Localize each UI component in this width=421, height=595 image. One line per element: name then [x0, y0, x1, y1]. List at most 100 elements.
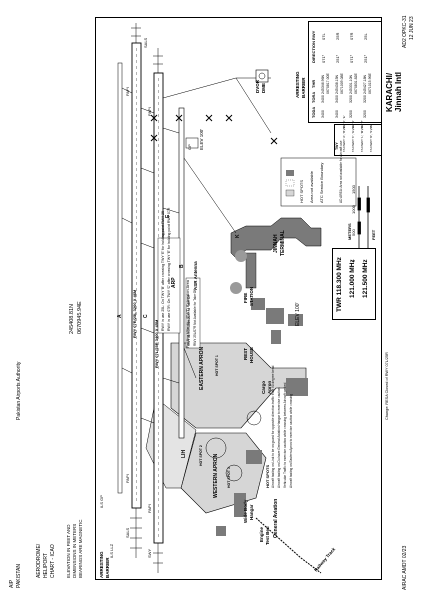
runway-07l-25r-label: RWY 07L/25R 3400 X 45M: [154, 319, 159, 368]
approach-lights-east: [131, 23, 163, 73]
rwy-row-3-dir: 071°: [349, 54, 354, 63]
twy-label-c: C: [143, 314, 149, 318]
papi-label-1: PAPI: [125, 474, 130, 483]
hold-note-box: [157, 237, 181, 334]
twr-frequency-1: TWR 118.300 MHz: [336, 257, 343, 312]
taxi-row-1-width: 23M: [342, 124, 346, 130]
rest-house-label-2: HOUSE: [249, 346, 254, 363]
rwy-row-1-lon: 0670817.00E: [326, 73, 330, 94]
rwy-row-3-lon: 0670831.82E: [354, 73, 358, 94]
twy-label-a: A: [117, 314, 123, 318]
hold-note-2: RWY in use 07R: On TWY 'C' after crossin…: [167, 207, 171, 331]
rwy-row-1-dir: 071°: [321, 54, 326, 63]
glide-path-box: [185, 137, 199, 149]
frequency-box: [332, 248, 376, 320]
rwy-table-header-thr: THR: [311, 79, 316, 88]
wide-body-hangar-block: [234, 493, 246, 517]
rwy-row-3-tora: 3200: [349, 95, 353, 103]
taxi-row-1: TAXIWAY 'A', 'B', 'C', 'D', 'E': [342, 115, 346, 152]
rwy-table-header-toda: TODA: [311, 106, 316, 118]
rwy-note-box: [185, 277, 201, 349]
hot-spot-3-label: HOT SPOT 3: [227, 467, 231, 488]
rwy-row-1-tora: 3400: [321, 95, 325, 103]
cargo-label-1: Cargo: [261, 380, 266, 394]
date-label: 12 JUN 23: [409, 16, 415, 40]
fire-station-label-2: STATION: [249, 286, 254, 306]
papi-label-3: PAPI: [125, 87, 130, 96]
hot-spots-notes-title: HOT SPOTS: [265, 464, 270, 488]
taxi-row-4-width: 23M: [369, 124, 373, 130]
eastern-apron-label: EASTERN APRON: [199, 346, 205, 390]
rwy-row-4-lon: 0671015.96E: [368, 73, 372, 94]
sals-label-2: SALS: [143, 37, 148, 48]
terminal-label-1: JINNAH: [273, 234, 279, 253]
building-block-1: [266, 308, 284, 324]
scale-1500: 1500: [351, 185, 356, 194]
taxi-row-2-width: 23M: [351, 124, 355, 130]
rwy-table-header-rwy: RWY: [311, 30, 316, 40]
chart-title-2: Jinnah Intl: [394, 72, 403, 112]
asr-antenna-label: ASR Antenna: [193, 261, 198, 290]
building-block-3: [271, 330, 281, 344]
general-aviation-label: General Aviation: [273, 498, 279, 538]
elev-note-1: ELEVATION IN FEET AND: [66, 524, 71, 578]
taxiway-a: [117, 62, 123, 494]
hot-spot-1-label: HOT SPOT 1: [215, 355, 219, 376]
rwy-row-4-toda: 3200: [363, 110, 367, 118]
terminal-pier: [245, 252, 257, 289]
arp-elev-label: ELEV 100': [199, 128, 204, 150]
rwy-row-4-tora: 3200: [363, 95, 367, 103]
aerodrome-label-1: AERODROME/: [36, 543, 42, 578]
scale-0: 0: [351, 259, 356, 262]
sals-label-1: SALS: [125, 527, 130, 538]
rwy-table-header-tora: TORA: [311, 91, 316, 103]
rwy-row-2-rwy: 25R: [335, 32, 340, 40]
arp-label: ARP: [171, 277, 177, 288]
cargo-block: [286, 378, 308, 396]
hot-spots-note-1: Aircraft taxiing on Link to be on guard …: [271, 365, 275, 488]
fire-station-label-1: FIRE: [243, 292, 248, 303]
rwy-row-2-tora: 3400: [335, 95, 339, 103]
aerodrome-chart: TWR 118.300 MHz 121.000 MHz 121.500 MHz …: [95, 17, 382, 580]
aip-label: AIP: [9, 579, 15, 588]
scale-500: 500: [351, 229, 356, 236]
hold-note-1: RWY in use 25L: On TWY 'B' after crossin…: [161, 210, 165, 331]
roundabout-3: [205, 437, 227, 459]
change-note: Change: RESA Closed of RWY 07L/25R: [385, 352, 389, 420]
hot-spots-note-2: Aircraft taxiing on Du have General Avia…: [277, 387, 281, 488]
rwy-note-25l: RWY 25L/07R Not Available for Take Off: [193, 289, 197, 346]
hot-spots-note-4: Aircraft taxiing on Eastern Apron to exe…: [289, 393, 293, 488]
aerodrome-label-3: CHART - ICAO: [50, 544, 56, 578]
gp-label: GP: [187, 144, 192, 150]
rwy-table-header-direction: DIRECTION: [311, 41, 316, 63]
rest-house-label-1: REST: [243, 347, 248, 360]
wide-body-label-2: Hangar: [249, 504, 254, 520]
western-apron-label: WESTERN APRON: [213, 453, 219, 498]
taxiway-table: [334, 124, 381, 156]
rwy-row-1-rwy: 07L: [321, 33, 326, 40]
wide-body-label-1: Wide Body: [243, 499, 248, 523]
swy-label: SWY: [147, 548, 152, 558]
rwy-row-2-thr: 245438.15N: [335, 74, 339, 94]
legend-ats: ATC Service Boundary: [319, 162, 324, 203]
legend-danger: Area not available: [309, 170, 314, 203]
rwy-row-2-lon: 0671009.08E: [340, 73, 344, 94]
aerodrome-label-2: HELIPORT: [43, 553, 49, 578]
railway-track: [255, 517, 322, 574]
dvor-site: [255, 69, 269, 83]
taxiway-connectors: [121, 77, 272, 424]
chart-title-1: KARACHI/: [385, 72, 394, 112]
hot-spots-note-3: Vehicular Traffic to exercise caution wh…: [283, 382, 287, 488]
engine-test-block: [216, 526, 226, 536]
coord-lat: 245408.81N: [69, 304, 75, 334]
rwy-row-3-toda: 3200: [349, 110, 353, 118]
scale-bar: [357, 186, 370, 258]
rwy-row-2-dir: 251°: [335, 54, 340, 63]
roundabout-5: [246, 410, 262, 426]
rwy-note-25r: RWY 25R/07L Available for Take Off: [187, 295, 191, 346]
arresting-barrier-3: ARRESTING: [295, 71, 300, 98]
arresting-barrier-2: BARRIER: [105, 557, 110, 578]
papi-label-4: PAPI: [147, 107, 152, 116]
engine-test-label-2: Test Bed: [265, 526, 270, 545]
